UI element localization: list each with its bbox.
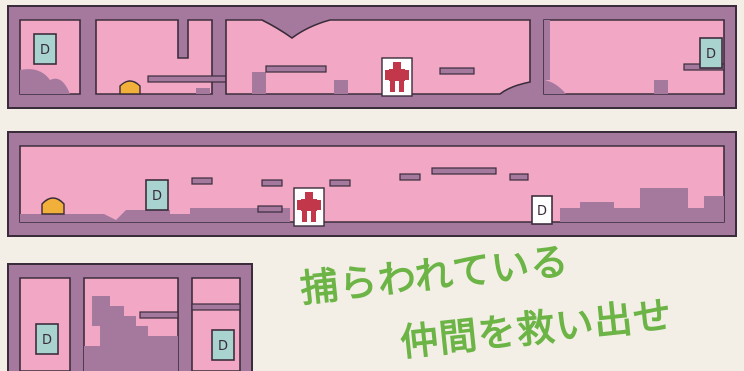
level-1-room-4	[543, 19, 725, 95]
captive-ally-icon	[293, 187, 325, 227]
door-label: D	[40, 43, 50, 58]
level-3-strip: D D	[7, 263, 253, 371]
door-label: D	[706, 47, 716, 62]
door-label: D	[152, 189, 162, 204]
floating-platform	[431, 167, 497, 175]
level-1-room-2	[95, 19, 213, 95]
floating-platform	[261, 179, 283, 187]
door-label: D	[42, 333, 52, 348]
floating-platform	[509, 173, 529, 181]
floating-platform	[257, 205, 283, 213]
door-label: D	[218, 339, 228, 354]
level-1-strip: D D	[7, 5, 737, 109]
hatch-icon	[41, 197, 65, 215]
door-label: D	[537, 204, 547, 219]
level-2-strip: D D	[7, 131, 737, 237]
floating-platform	[399, 173, 421, 181]
floating-platform	[329, 179, 351, 187]
captive-ally-icon	[381, 57, 413, 97]
floating-platform	[191, 177, 213, 185]
level-1-room-3	[225, 19, 531, 95]
hatch-icon	[119, 80, 141, 95]
